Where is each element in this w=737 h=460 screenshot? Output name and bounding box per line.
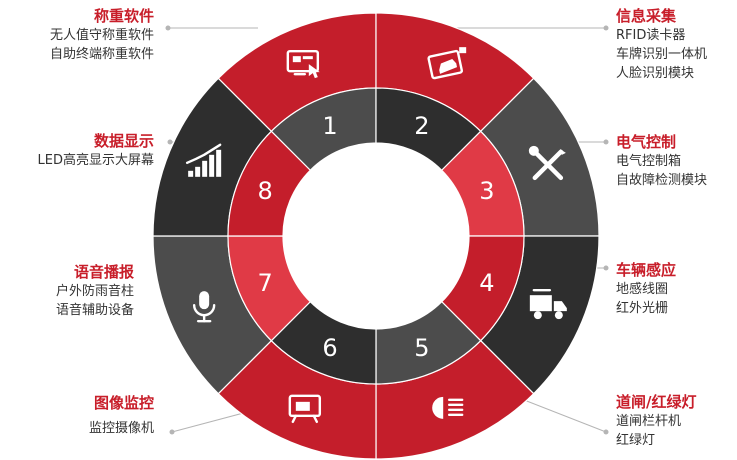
tv-monitor-icon: [288, 394, 322, 424]
connector-dot: [167, 139, 173, 145]
label-title: 电气控制: [616, 133, 677, 151]
label-segment-2: 信息采集 RFID读卡器 车牌识别一体机 人脸识别模块: [616, 6, 707, 83]
bar-chart-icon: [185, 143, 222, 177]
label-title: 图像监控: [93, 394, 154, 412]
microphone-icon: [192, 291, 216, 323]
segment-number-8: 8: [257, 177, 272, 205]
label-title: 数据显示: [93, 132, 154, 150]
segment-number-3: 3: [479, 177, 494, 205]
segment-number-5: 5: [414, 334, 429, 362]
label-segment-5: 道闸/红绿灯 道闸栏杆机 红绿灯: [616, 392, 696, 450]
tools-icon: [528, 145, 566, 181]
label-line: 自助终端称重软件: [49, 47, 154, 62]
label-line: RFID读卡器: [616, 28, 686, 43]
headlight-icon: [432, 396, 464, 419]
touchscreen-monitor-icon: [286, 49, 320, 79]
segment-numbers: 1 2 3 4 5 6 7 8: [257, 112, 494, 362]
segment-number-2: 2: [414, 112, 429, 140]
card-reader-icon: [427, 47, 467, 80]
segment-number-6: 6: [322, 334, 337, 362]
ring-center-hole: [283, 143, 469, 329]
label-segment-8: 数据显示 LED高亮显示大屏幕: [38, 131, 154, 170]
segment-icons: [185, 47, 567, 424]
label-title: 语音播报: [73, 263, 134, 281]
label-segment-7: 语音播报 户外防雨音柱 语音辅助设备: [56, 262, 134, 320]
label-line: 红绿灯: [616, 433, 656, 448]
label-line: 无人值守称重软件: [49, 28, 154, 43]
connector-dot: [603, 139, 609, 145]
label-line: LED高亮显示大屏幕: [37, 153, 154, 168]
label-segment-4: 车辆感应 地感线圈 红外光栅: [616, 260, 676, 318]
label-line: 车牌识别一体机: [616, 47, 708, 62]
connector-dot: [603, 265, 609, 271]
inner-ring: [227, 87, 525, 385]
label-line: 地感线圈: [616, 282, 669, 297]
label-line: 语音辅助设备: [55, 303, 134, 318]
connector-dot: [169, 429, 175, 435]
label-line: 人脸识别模块: [616, 66, 695, 81]
segment-number-7: 7: [257, 269, 272, 297]
truck-icon: [529, 288, 567, 320]
label-title: 车辆感应: [616, 261, 677, 279]
segment-number-4: 4: [479, 269, 494, 297]
label-segment-1: 称重软件 无人值守称重软件 自助终端称重软件: [50, 6, 154, 64]
label-line: 户外防雨音柱: [55, 284, 134, 299]
label-line: 自故障检测模块: [616, 173, 708, 188]
label-line: 红外光栅: [616, 301, 669, 316]
label-line: 道闸栏杆机: [616, 414, 682, 429]
connector-dot: [165, 25, 171, 31]
label-title: 道闸/红绿灯: [616, 393, 697, 411]
label-segment-3: 电气控制 电气控制箱 自故障检测模块: [616, 132, 707, 190]
label-line: 监控摄像机: [88, 421, 154, 436]
connector-dot: [603, 25, 609, 31]
label-segment-6: 图像监控 监控摄像机: [89, 393, 154, 438]
label-line: 电气控制箱: [616, 154, 682, 169]
connector-dot: [603, 429, 609, 435]
label-title: 称重软件: [93, 7, 154, 25]
label-title: 信息采集: [616, 7, 677, 25]
segment-number-1: 1: [322, 112, 337, 140]
